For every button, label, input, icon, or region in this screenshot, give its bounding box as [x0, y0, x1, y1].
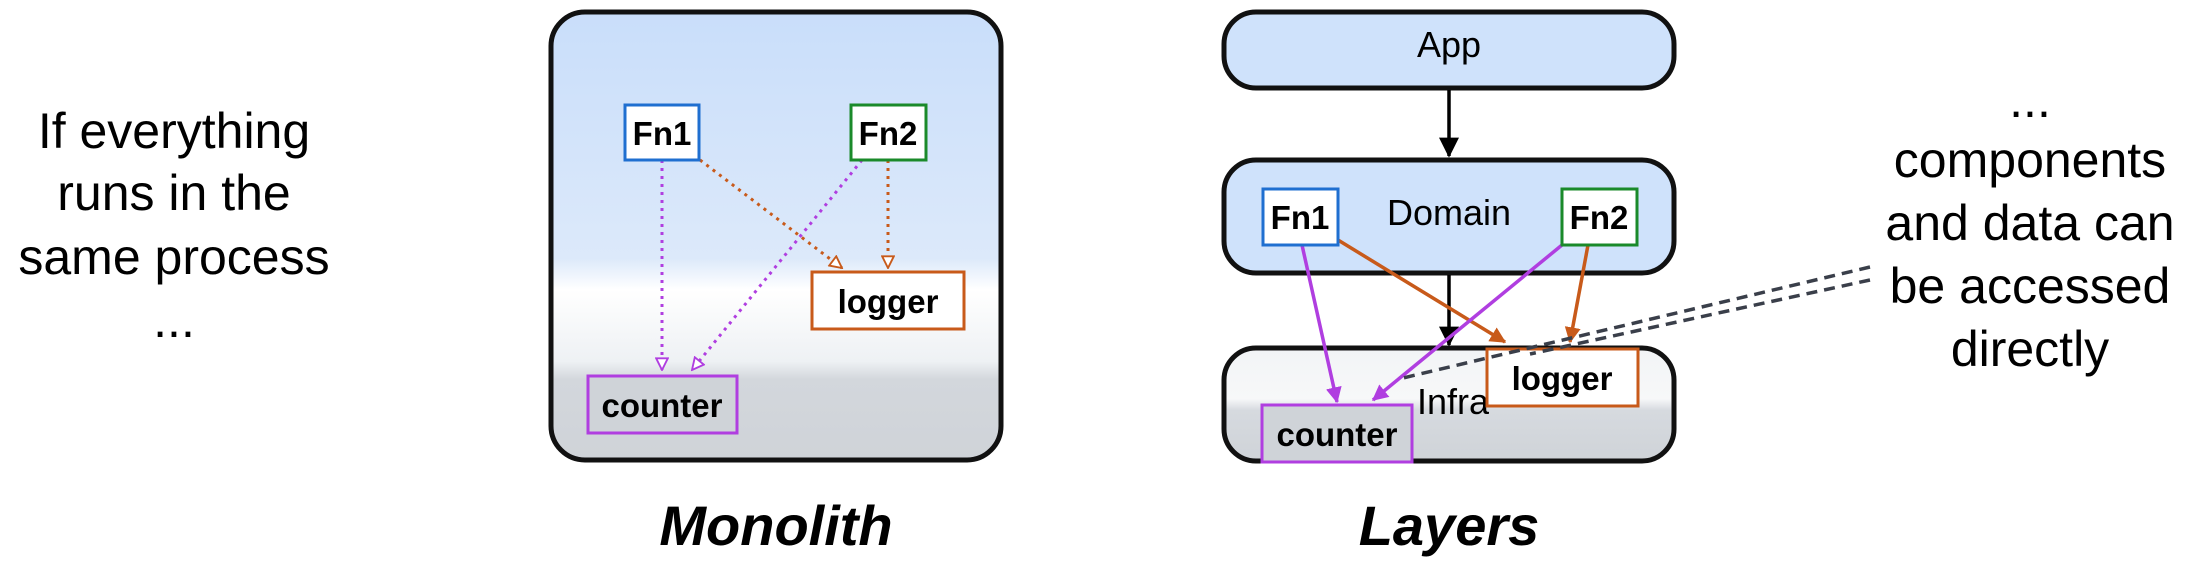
monolith-fn2-box: Fn2: [849, 103, 928, 162]
layers-counter-label: counter: [1276, 416, 1397, 453]
monolith-fn2-label: Fn2: [859, 115, 918, 152]
monolith-logger-label: logger: [838, 283, 939, 320]
infra-layer-label: Infra: [1417, 381, 1490, 422]
right-caption-line-5: directly: [1951, 321, 2109, 377]
callout-line-to-counter: [1402, 265, 1871, 380]
layers-fn1-label: Fn1: [1271, 199, 1330, 236]
left-caption-line-3: same process: [18, 229, 329, 285]
layers-fn1-box: Fn1: [1261, 187, 1340, 247]
layers-edge-fn2-counter: [1371, 243, 1564, 402]
monolith-edge-fn1-logger: [699, 158, 842, 268]
callout-line-to-logger: [1529, 278, 1871, 356]
left-caption-line-1: If everything: [38, 103, 310, 159]
layers-edge-fn1-counter: [1300, 244, 1342, 404]
monolith-fn1-box: Fn1: [623, 103, 701, 162]
layers-edge-fn2-logger: [1564, 244, 1590, 344]
left-caption: If everything runs in the same process .…: [18, 103, 329, 348]
monolith-diagram: Fn1 Fn2 logger counter Monolith: [548, 9, 1004, 557]
monolith-counter-label: counter: [601, 387, 722, 424]
app-layer: App: [1221, 9, 1677, 91]
layers-fn2-label: Fn2: [1570, 199, 1629, 236]
right-caption: ... components and data can be accessed …: [1885, 72, 2174, 377]
right-caption-line-4: be accessed: [1890, 258, 2171, 314]
left-caption-line-2: runs in the: [57, 165, 290, 221]
layers-fn2-box: Fn2: [1560, 187, 1639, 247]
monolith-fn1-label: Fn1: [633, 115, 692, 152]
monolith-caption: Monolith: [659, 494, 892, 557]
right-caption-line-2: components: [1894, 132, 2166, 188]
app-layer-label: App: [1417, 24, 1481, 65]
monolith-logger-box: logger: [810, 270, 966, 331]
left-caption-line-4: ...: [153, 292, 195, 348]
layers-counter-box: counter: [1260, 403, 1414, 464]
layers-caption: Layers: [1359, 494, 1540, 557]
layers-logger-label: logger: [1512, 360, 1613, 397]
layers-logger-box: logger: [1485, 347, 1640, 408]
right-caption-line-3: and data can: [1885, 195, 2174, 251]
monolith-counter-box: counter: [586, 374, 739, 435]
layers-diagram: App Domain Infra Fn1 Fn2 logger: [1221, 9, 1871, 557]
right-caption-line-1: ...: [2009, 72, 2051, 128]
monolith-edge-fn2-counter: [692, 159, 864, 370]
domain-layer-label: Domain: [1387, 192, 1511, 233]
layers-edge-fn1-logger: [1337, 238, 1507, 344]
